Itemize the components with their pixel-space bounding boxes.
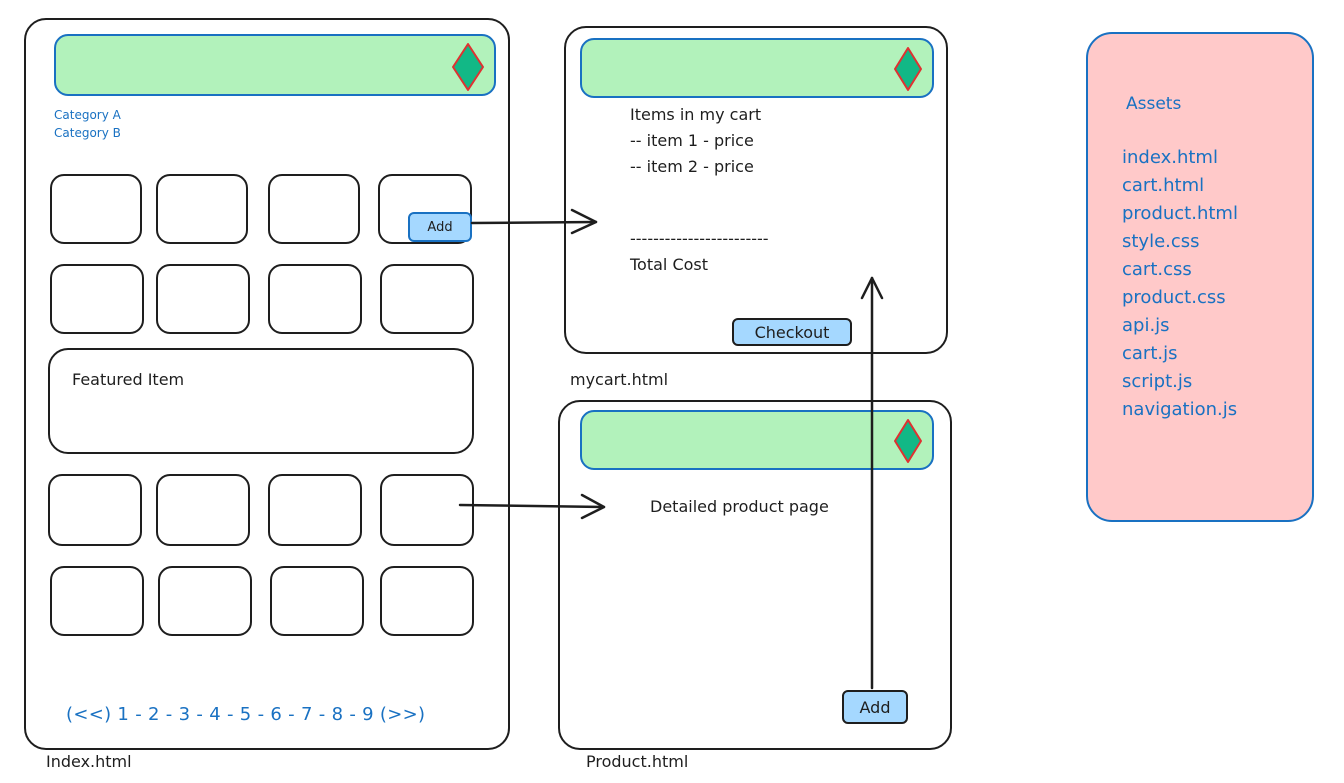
- index-add-button[interactable]: Add: [408, 212, 472, 242]
- category-a-link[interactable]: Category A: [54, 108, 121, 122]
- checkout-button[interactable]: Checkout: [732, 318, 852, 346]
- product-tile[interactable]: [156, 474, 250, 546]
- asset-file: api.js: [1122, 315, 1170, 336]
- featured-item-panel[interactable]: Featured Item: [48, 348, 474, 454]
- cart-frame: Items in my cart -- item 1 - price -- it…: [564, 26, 948, 354]
- category-b-link[interactable]: Category B: [54, 126, 121, 140]
- asset-file: product.css: [1122, 287, 1226, 308]
- asset-file: cart.css: [1122, 259, 1192, 280]
- diamond-logo-icon: [894, 419, 922, 463]
- product-add-button[interactable]: Add: [842, 690, 908, 724]
- asset-file: style.css: [1122, 231, 1200, 252]
- index-frame: Category A Category B Add Featured Item …: [24, 18, 510, 750]
- product-tile[interactable]: [50, 174, 142, 244]
- product-tile[interactable]: [156, 174, 248, 244]
- diamond-logo-icon: [452, 43, 484, 91]
- asset-file: navigation.js: [1122, 399, 1238, 420]
- asset-file: script.js: [1122, 371, 1193, 392]
- product-tile[interactable]: [268, 174, 360, 244]
- assets-heading: Assets: [1126, 94, 1182, 114]
- assets-file-list: index.html cart.html product.html style.…: [1122, 144, 1238, 424]
- index-frame-title: Index.html: [46, 752, 132, 771]
- product-tile[interactable]: [270, 566, 364, 636]
- product-tile[interactable]: [50, 566, 144, 636]
- asset-file: cart.js: [1122, 343, 1178, 364]
- product-tile[interactable]: [156, 264, 250, 334]
- asset-file: index.html: [1122, 147, 1218, 168]
- product-tile[interactable]: [158, 566, 252, 636]
- product-tile[interactable]: [50, 264, 144, 334]
- index-header: [54, 34, 496, 96]
- product-header: [580, 410, 934, 470]
- product-tile[interactable]: [380, 474, 474, 546]
- assets-panel: Assets index.html cart.html product.html…: [1086, 32, 1314, 522]
- product-frame: Detailed product page Add: [558, 400, 952, 750]
- product-frame-title: Product.html: [586, 752, 689, 771]
- cart-divider: ------------------------: [630, 229, 769, 248]
- pagination[interactable]: (<<) 1 - 2 - 3 - 4 - 5 - 6 - 7 - 8 - 9 (…: [66, 704, 426, 725]
- product-tile[interactable]: [268, 474, 362, 546]
- product-description: Detailed product page: [650, 497, 829, 516]
- cart-frame-title: mycart.html: [570, 370, 669, 389]
- cart-total-label: Total Cost: [630, 255, 709, 274]
- asset-file: cart.html: [1122, 175, 1205, 196]
- cart-header: [580, 38, 934, 98]
- cart-item: -- item 2 - price: [630, 157, 754, 176]
- product-tile[interactable]: [268, 264, 362, 334]
- cart-item: -- item 1 - price: [630, 131, 754, 150]
- product-tile[interactable]: [48, 474, 142, 546]
- diamond-logo-icon: [894, 47, 922, 91]
- cart-heading: Items in my cart: [630, 105, 762, 124]
- asset-file: product.html: [1122, 203, 1238, 224]
- product-tile[interactable]: [380, 566, 474, 636]
- featured-item-label: Featured Item: [72, 370, 185, 389]
- product-tile[interactable]: [380, 264, 474, 334]
